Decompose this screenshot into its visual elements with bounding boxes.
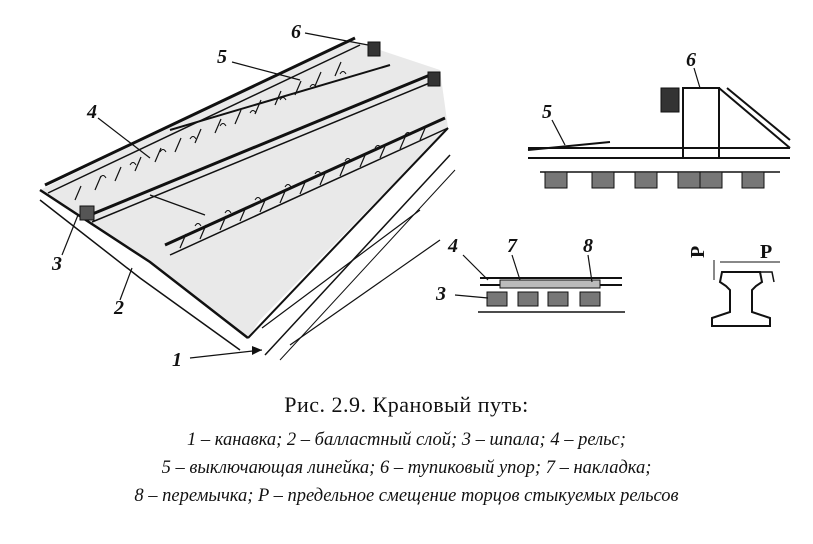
label-5: 5 [217, 46, 227, 68]
leader-4 [97, 117, 151, 159]
label-2: 2 [113, 297, 124, 319]
side-label-5: 5 [542, 101, 552, 123]
leader-5 [231, 61, 301, 81]
leader-3 [61, 214, 79, 256]
side-leader-5 [551, 119, 566, 146]
caption-line-1: 1 – канавка; 2 – балластный слой; 3 – шп… [187, 430, 626, 450]
stop-body [682, 87, 720, 159]
sleepers-row-1 [74, 61, 342, 201]
label-4: 4 [86, 101, 97, 123]
side-view-stop [527, 67, 791, 189]
fastenings-row-1 [99, 71, 347, 179]
rail-lower [89, 73, 431, 217]
caption-line-2: 5 – выключающая линейка; 6 – тупиковый у… [161, 458, 652, 478]
fastenings-row-2 [194, 132, 412, 227]
joint-label-3: 3 [435, 283, 446, 305]
leader-4b [149, 194, 206, 216]
ditch-line-2 [279, 169, 456, 361]
rail-profile-outline [711, 271, 771, 327]
joint-leader-7 [511, 254, 521, 281]
label-P-vertical: P [687, 246, 709, 258]
switch-ruler-line [169, 64, 391, 131]
offset-rail-head [735, 271, 775, 283]
arrowhead-1 [252, 346, 262, 355]
label-3: 3 [51, 253, 62, 275]
ditch-groove [247, 127, 449, 339]
embankment-edge-left [39, 188, 249, 339]
side-label-6: 6 [686, 49, 696, 71]
joint-leader-4 [462, 254, 489, 281]
label-1: 1 [172, 349, 182, 371]
side-sleepers [544, 171, 765, 189]
ditch-line-4 [289, 239, 441, 346]
side-leader-6 [693, 67, 701, 89]
end-block-left [79, 205, 95, 221]
joint-section [454, 254, 625, 313]
leader-6 [304, 32, 369, 46]
rail-profile [711, 260, 780, 327]
ditch-line-3 [261, 209, 421, 329]
rail-top [44, 36, 356, 187]
joint-plate [499, 279, 601, 289]
dead-end-stop-upper [367, 41, 381, 57]
leader-2 [119, 267, 133, 301]
ballast-layer [40, 40, 448, 338]
stop-brace [718, 87, 791, 149]
label-6: 6 [291, 21, 301, 43]
side-ruler [527, 141, 611, 151]
rail-lower-base [91, 81, 433, 223]
figure-caption-title: Рис. 2.9. Крановый путь: [284, 392, 529, 417]
caption-line-3: 8 – перемычка; P – предельное смещение т… [134, 486, 679, 506]
leader-1 [189, 349, 263, 359]
side-rail [528, 147, 790, 159]
joint-label-8: 8 [583, 235, 593, 257]
joint-label-7: 7 [507, 235, 518, 257]
ditch-line [264, 154, 451, 356]
joint-sleepers [486, 291, 601, 307]
rail-near-b [169, 127, 449, 256]
stop-block [660, 87, 680, 113]
dead-end-stop-lower [427, 71, 441, 87]
joint-leader-8 [587, 254, 593, 283]
label-P: P [760, 241, 772, 263]
perspective-view [39, 32, 456, 361]
joint-label-4: 4 [447, 235, 458, 257]
joint-leader-3 [454, 294, 489, 299]
sleepers-row-2 [179, 125, 427, 249]
